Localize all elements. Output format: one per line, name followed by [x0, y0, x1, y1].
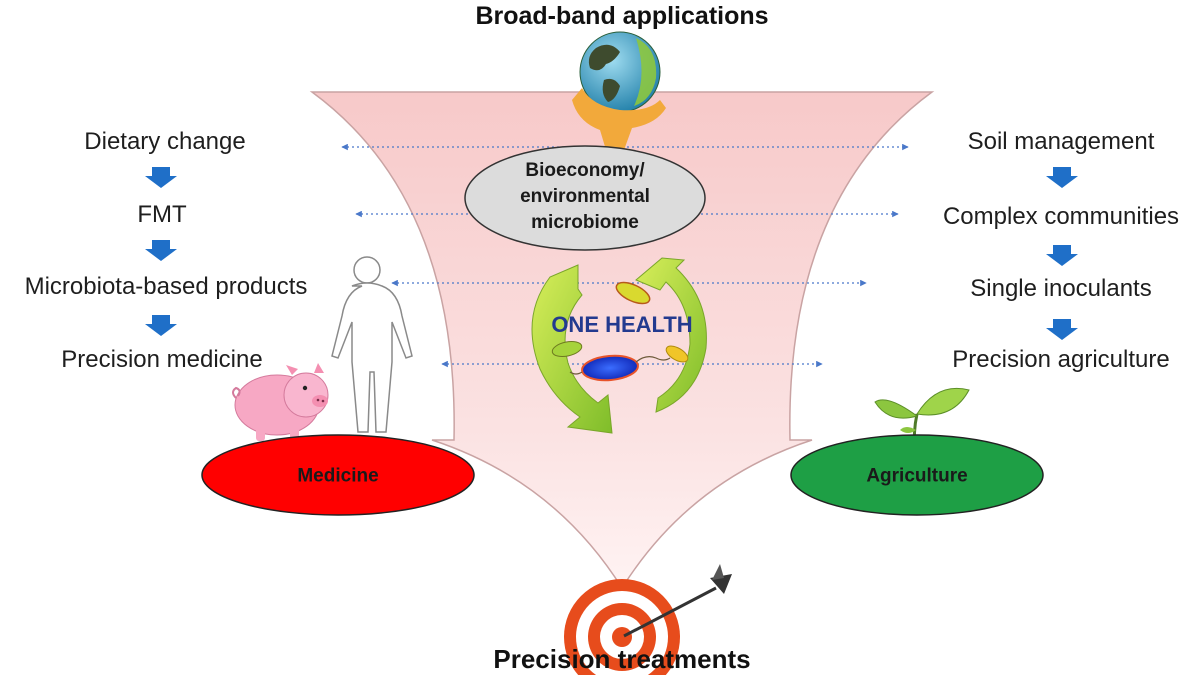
pig-icon — [232, 363, 329, 441]
down-arrow-icon — [145, 240, 177, 261]
right-item-single-inoculants: Single inoculants — [970, 275, 1152, 302]
left-item-fmt: FMT — [137, 201, 187, 228]
medicine-label: Medicine — [297, 465, 379, 487]
bioeconomy-line-3: microbiome — [531, 212, 639, 233]
plant-sprout-icon — [874, 387, 970, 453]
bioeconomy-line-2: environmental — [520, 186, 650, 207]
right-item-complex-communities: Complex communities — [942, 203, 1180, 230]
bottom-title: Precision treatments — [493, 644, 751, 674]
bioeconomy-label: Bioeconomy/ environmental microbiome — [485, 158, 685, 236]
down-arrow-icon — [145, 167, 177, 188]
down-arrow-icon — [145, 315, 177, 336]
agriculture-label: Agriculture — [866, 465, 968, 487]
left-item-microbiota-products: Microbiota-based products — [24, 273, 308, 300]
top-title: Broad-band applications — [475, 2, 769, 30]
bacteria-icons — [551, 281, 689, 382]
one-health-cycle-arrows — [531, 257, 707, 434]
down-arrow-icon — [1046, 245, 1078, 266]
one-health-label: ONE HEALTH — [551, 312, 693, 337]
right-item-precision-agriculture: Precision agriculture — [952, 346, 1170, 373]
bioeconomy-line-1: Bioeconomy/ — [525, 160, 645, 181]
medicine-oval — [201, 434, 475, 516]
left-item-dietary-change: Dietary change — [84, 128, 246, 155]
human-silhouette-icon — [331, 256, 413, 433]
right-down-arrows — [1046, 167, 1078, 340]
down-arrow-icon — [1046, 167, 1078, 188]
right-item-soil-management: Soil management — [967, 128, 1155, 155]
agriculture-oval — [790, 434, 1044, 516]
left-item-precision-medicine: Precision medicine — [61, 346, 263, 373]
down-arrow-icon — [1046, 319, 1078, 340]
globe-hand-icon — [572, 31, 666, 150]
left-down-arrows — [145, 167, 177, 336]
target-icon — [564, 564, 732, 675]
bioeconomy-oval — [464, 145, 706, 251]
